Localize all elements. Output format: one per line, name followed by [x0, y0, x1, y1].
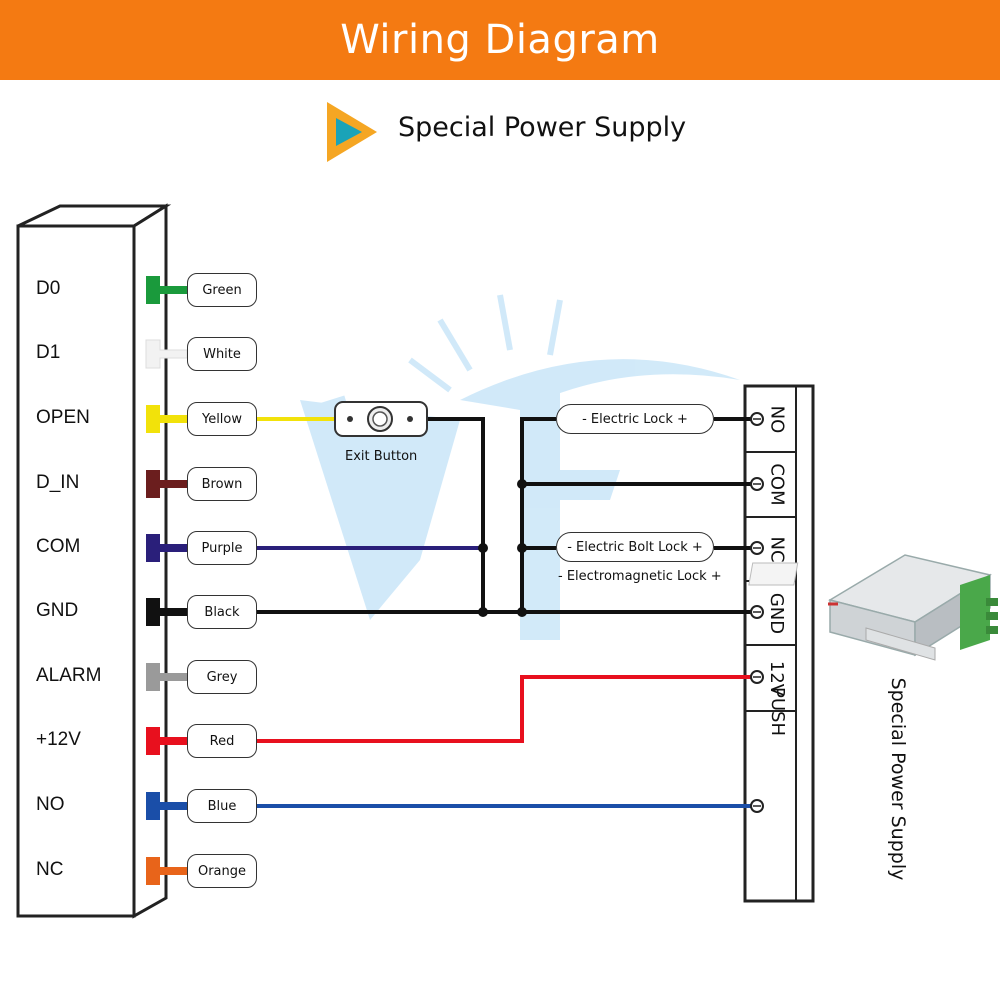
controller-box: [16, 203, 172, 919]
psu-terminal-nc-label: NC: [766, 535, 788, 563]
exit-button-icon: [334, 401, 428, 437]
psu-terminal-nc: NC: [752, 517, 802, 581]
wire-color-name: White: [203, 346, 241, 362]
electric-bolt-lock-label: - Electric Bolt Lock +: [556, 532, 714, 562]
wire-color-tag: Black: [187, 595, 257, 629]
psu-terminal-com: COM: [752, 452, 802, 517]
junction-dots: [478, 479, 527, 617]
electromagnetic-lock-label: - Electromagnetic Lock +: [558, 569, 722, 584]
psu-terminal-no: NO: [752, 386, 802, 452]
wire-connector: [146, 534, 187, 562]
wire-color-tag: White: [187, 337, 257, 371]
terminal-label: D1: [36, 342, 61, 363]
psu-terminal-gnd: GND: [752, 581, 802, 645]
terminal-label: D_IN: [36, 472, 80, 493]
power-supply-device-image: [748, 554, 998, 661]
psu-terminal-push-label: PUSH: [766, 686, 788, 736]
play-icon: [327, 102, 377, 162]
watermark-logo: [300, 294, 740, 640]
wire-connector: [146, 276, 187, 304]
wire-color-name: Red: [209, 733, 235, 749]
terminal-label: +12V: [36, 729, 81, 750]
wire-color-tag: Green: [187, 273, 257, 307]
wire-color-tag: Grey: [187, 660, 257, 694]
subheader-label: Special Power Supply: [398, 112, 687, 143]
wire-color-name: Yellow: [201, 411, 243, 427]
wire-color-name: Brown: [201, 476, 243, 492]
wire-color-name: Green: [202, 282, 242, 298]
title-banner: Wiring Diagram: [0, 0, 1000, 80]
wire-color-name: Orange: [197, 863, 247, 879]
terminal-label: D0: [36, 278, 61, 299]
terminal-screws: [750, 412, 764, 813]
psu-side-label-text: Special Power Supply: [887, 677, 909, 881]
exit-button-label: Exit Button: [345, 449, 418, 464]
wire-color-tag: Red: [187, 724, 257, 758]
electric-bolt-lock-text: - Electric Bolt Lock +: [567, 539, 703, 555]
wire-connector: [146, 792, 187, 820]
page-title: Wiring Diagram: [340, 17, 660, 63]
wire-connector: [146, 405, 187, 433]
terminal-label: ALARM: [36, 665, 102, 686]
electric-lock-text: - Electric Lock +: [582, 411, 688, 427]
wire-color-tag: Brown: [187, 467, 257, 501]
wire-connector: [146, 470, 187, 498]
wire-color-name: Purple: [201, 540, 243, 556]
terminal-label: NO: [36, 794, 65, 815]
power-wire: [257, 675, 757, 743]
terminal-label: GND: [36, 600, 79, 621]
wire-color-tag: Orange: [187, 854, 257, 888]
wire-color-name: Black: [204, 604, 240, 620]
terminal-label: COM: [36, 536, 81, 557]
wire-connector: [146, 663, 187, 691]
wire-color-tag: Blue: [187, 789, 257, 823]
wire-connector: [146, 598, 187, 626]
electric-lock-label: - Electric Lock +: [556, 404, 714, 434]
wire-color-tag: Yellow: [187, 402, 257, 436]
psu-terminal-com-label: COM: [766, 463, 788, 506]
wire-connector: [146, 727, 187, 755]
wire-connector: [146, 857, 187, 885]
psu-terminal-gnd-label: GND: [766, 592, 788, 634]
psu-terminal-push: PUSH: [752, 687, 802, 901]
wire-color-name: Grey: [206, 669, 238, 685]
psu-terminal-no-label: NO: [766, 405, 788, 433]
terminal-label: NC: [36, 859, 64, 880]
wire-color-name: Blue: [207, 798, 237, 814]
terminal-label: OPEN: [36, 407, 90, 428]
wire-color-tag: Purple: [187, 531, 257, 565]
